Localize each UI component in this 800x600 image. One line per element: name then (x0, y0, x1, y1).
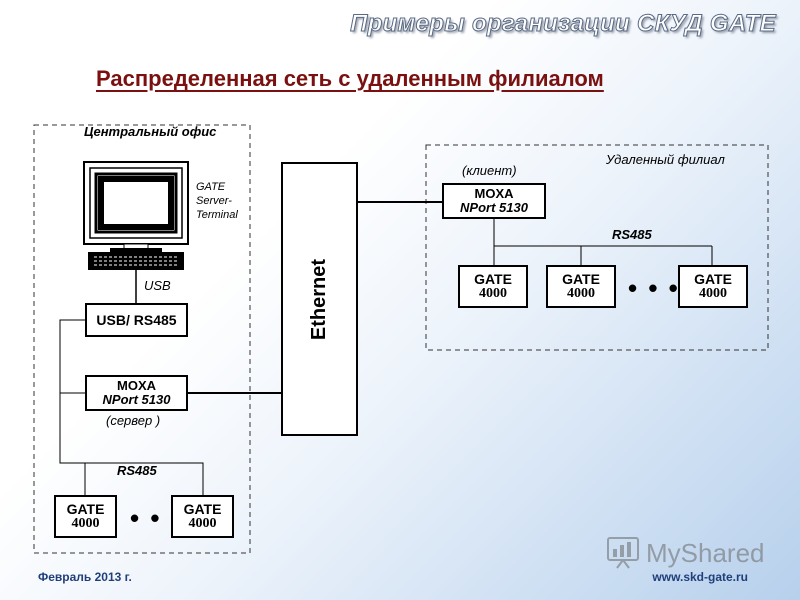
remote-controller-1: GATE 4000 (458, 265, 528, 308)
central-controller-1: GATE 4000 (54, 495, 117, 538)
central-controller-2-line2: 4000 (188, 515, 217, 531)
moxa-client-line2: NPort 5130 (460, 200, 528, 215)
watermark: MyShared (606, 536, 765, 570)
central-controller-1-line1: GATE (66, 500, 105, 517)
moxa-client-device: MOXA NPort 5130 (442, 183, 546, 219)
pc-label-line-2: Server- (196, 195, 232, 207)
slide-header-title: Примеры организации СКУД GATE (350, 10, 777, 38)
central-controller-2: GATE 4000 (171, 495, 234, 538)
moxa-server-device: MOXA NPort 5130 (85, 375, 188, 411)
remote-controller-3-line1: GATE (694, 270, 732, 287)
usb-rs485-label: USB/ RS485 (96, 311, 177, 328)
central-controller-2-line1: GATE (183, 500, 222, 517)
footer-date: Февраль 2013 г. (38, 570, 132, 584)
remote-branch-region (425, 144, 769, 351)
remote-controller-2-line2: 4000 (567, 285, 595, 301)
remote-controller-2: GATE 4000 (546, 265, 616, 308)
central-office-region (33, 124, 251, 554)
ethernet-backbone: Ethernet (281, 162, 358, 436)
pc-label: GATE Server- Terminal (196, 180, 238, 222)
watermark-logo-icon (607, 537, 639, 569)
remote-controller-1-line1: GATE (474, 270, 512, 287)
usb-rs485-converter: USB/ RS485 (85, 303, 188, 337)
pc-label-line-1: GATE (196, 181, 226, 193)
pc-label-line-3: Terminal (196, 209, 238, 221)
computer-icon (83, 161, 189, 270)
moxa-client-role: (клиент) (462, 163, 517, 178)
usb-label: USB (144, 278, 171, 293)
moxa-server-role: (сервер ) (106, 413, 161, 428)
remote-controller-1-line2: 4000 (479, 285, 507, 301)
moxa-client-line1: MOXA (474, 186, 514, 202)
remote-rs485-label: RS485 (612, 227, 652, 242)
central-rs485-label: RS485 (117, 463, 157, 478)
remote-controller-3-line2: 4000 (699, 285, 727, 301)
footer-url: www.skd-gate.ru (652, 570, 748, 584)
slide-subtitle: Распределенная сеть с удаленным филиалом (96, 66, 604, 91)
central-office-title: Центральный офис (84, 124, 217, 139)
central-controller-1-line2: 4000 (71, 515, 100, 531)
watermark-text: MyShared (646, 537, 765, 568)
remote-branch-title: Удаленный филиал (606, 152, 725, 167)
remote-controller-3: GATE 4000 (678, 265, 748, 308)
central-rs485-bus (59, 319, 204, 495)
moxa-server-line2: NPort 5130 (102, 392, 171, 407)
ethernet-label: Ethernet (308, 258, 330, 340)
moxa-server-line1: MOXA (117, 378, 156, 394)
remote-controller-2-line1: GATE (562, 270, 600, 287)
remote-controllers-ellipsis: • • • (628, 273, 680, 303)
